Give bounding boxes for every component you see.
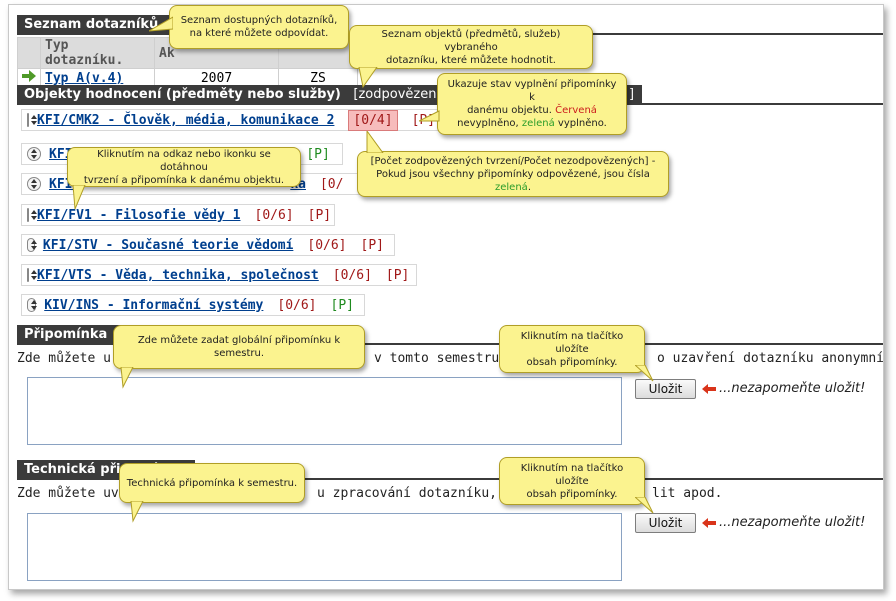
questionnaire-link[interactable]: Typ A(v.4) — [45, 70, 124, 86]
answer-count-highlight: [0/4] — [348, 109, 398, 131]
tech-note-textarea[interactable] — [27, 513, 622, 581]
tooltip-answer-counts: [Počet zodpovězených tvrzení/Počet nezod… — [357, 151, 669, 197]
object-link[interactable]: KFI/VTS - Věda, technika, společnost — [37, 267, 319, 283]
object-link[interactable]: KIV/INS - Informační systémy — [44, 297, 264, 313]
note-status: [P] — [307, 207, 332, 223]
tooltip-tail — [120, 367, 134, 389]
section-title: Objekty hodnocení (předměty nebo služby) — [24, 87, 341, 102]
tooltip-tail — [366, 131, 384, 153]
tooltip-global-note: Zde můžete zadat globální připomínku k s… — [113, 325, 365, 369]
divider — [17, 343, 883, 345]
note-status: [P] — [306, 146, 330, 162]
tooltip-tail — [419, 110, 440, 122]
tooltip-questionnaire-list: Seznam dostupných dotazníků,na které můž… — [169, 5, 349, 49]
section-header-questionnaires: Seznam dotazníků — [17, 15, 169, 35]
tooltip-tail — [358, 67, 378, 89]
tooltip-tail — [149, 16, 173, 32]
note-status: [P] — [385, 267, 410, 283]
tooltip-objects: Seznam objektů (předmětů, služeb) vybran… — [349, 25, 593, 69]
save-reminder: ...nezapomeňte uložit! — [719, 381, 866, 396]
tooltip-note-status: Ukazuje stav vyplnění připomínky k daném… — [437, 73, 627, 135]
red-arrow-icon — [702, 384, 716, 394]
object-row[interactable]: KFI/STV - Současné teorie vědomí [0/6] [… — [21, 234, 395, 256]
expand-icon[interactable] — [27, 208, 37, 222]
tooltip-tail — [72, 185, 86, 210]
app-frame: Seznam dotazníků Typ dotazníku. Ak Typ A… — [8, 4, 884, 590]
global-note-textarea[interactable] — [27, 377, 622, 445]
expand-icon[interactable] — [27, 147, 41, 161]
answer-count: [0/6] — [307, 237, 347, 253]
tooltip-tail — [130, 501, 144, 523]
header-spacer — [17, 37, 41, 69]
object-link[interactable]: KFI/FV1 - Filosofie vědy 1 — [37, 207, 241, 223]
answer-count: [0/6] — [277, 297, 317, 313]
red-arrow-icon — [702, 518, 716, 528]
objects-status-end: ] — [629, 87, 635, 102]
column-header-type: Typ dotazníku. — [40, 37, 155, 69]
expand-icon[interactable] — [27, 113, 37, 127]
tooltip-tech-note: Technická připomínka k semestru. — [119, 463, 305, 503]
note-status: [P] — [360, 237, 384, 253]
save-tech-note-button[interactable]: Uložit — [635, 513, 696, 533]
tooltip-tail — [635, 497, 654, 514]
tooltip-click-link: Kliknutím na odkaz nebo ikonku se dotáhn… — [67, 147, 301, 187]
note-status: [P] — [330, 297, 354, 313]
expand-icon[interactable] — [27, 298, 38, 312]
section-title: Připomínka — [24, 327, 108, 342]
answer-count: [0/6] — [332, 267, 372, 283]
section-title: Seznam dotazníků — [24, 17, 159, 32]
divider — [17, 478, 883, 480]
object-row[interactable]: KFI/VTS - Věda, technika, společnost [0/… — [21, 264, 417, 286]
expand-icon[interactable] — [27, 268, 37, 282]
object-link[interactable]: KFI/STV - Současné teorie vědomí — [42, 237, 294, 253]
object-row[interactable]: KIV/INS - Informační systémy [0/6] [P] — [21, 294, 365, 316]
expand-icon[interactable] — [27, 177, 41, 191]
tooltip-tail — [635, 365, 654, 382]
object-row[interactable]: KFI/FV1 - Filosofie vědy 1 [0/6] [P] — [21, 204, 335, 226]
table-row: Typ A(v.4) 2007 ZS — [17, 68, 358, 88]
save-reminder: ...nezapomeňte uložit! — [719, 515, 866, 530]
object-link[interactable]: KFI/CMK2 - Člověk, média, komunikace 2 — [37, 112, 335, 128]
answer-count: [0/ — [319, 176, 344, 192]
save-global-note-button[interactable]: Uložit — [635, 379, 696, 399]
expand-icon[interactable] — [27, 238, 37, 252]
objects-status-label: [zodpovězen — [353, 87, 437, 102]
object-row[interactable]: KFI/CMK2 - Člověk, média, komunikace 2 [… — [21, 109, 441, 131]
answer-count: [0/6] — [254, 207, 294, 223]
